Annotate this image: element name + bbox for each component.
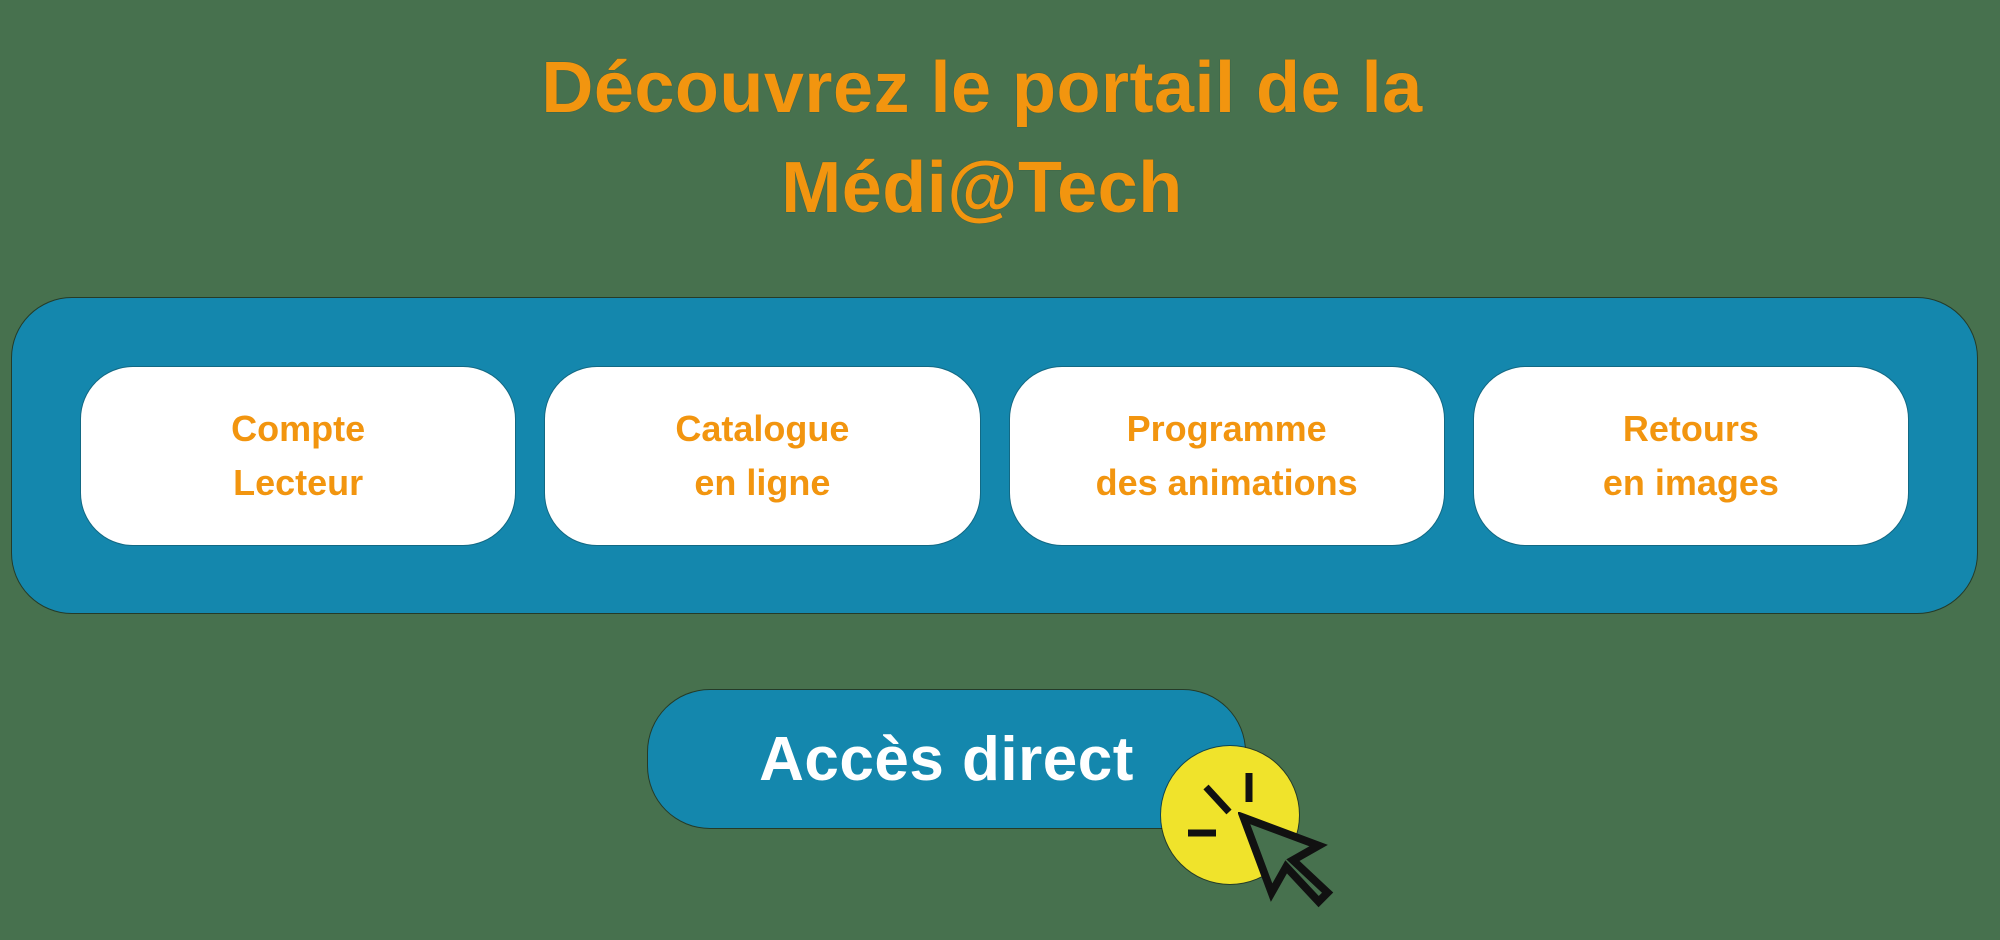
feature-card-label-line: en images xyxy=(1602,461,1779,503)
feature-card-retours-en-images[interactable]: Retours en images xyxy=(1473,366,1908,545)
acces-direct-button[interactable]: Accès direct xyxy=(648,690,1245,828)
feature-card-label-line: Lecteur xyxy=(233,461,364,503)
feature-card-label-line: en ligne xyxy=(694,461,831,503)
feature-card-label-line: des animations xyxy=(1095,461,1358,503)
page-title: Découvrez le portail de la Médi@Tech xyxy=(0,38,1982,238)
features-panel: Compte Lecteur Catalogue en ligne Progra… xyxy=(12,298,1977,613)
cursor-arrow-icon xyxy=(1238,812,1334,908)
feature-card-catalogue-en-ligne[interactable]: Catalogue en ligne xyxy=(545,366,980,545)
acces-direct-label: Accès direct xyxy=(759,724,1134,794)
feature-card-label-line: Catalogue xyxy=(675,407,850,449)
feature-card-compte-lecteur[interactable]: Compte Lecteur xyxy=(81,366,516,545)
mediatech-portal-banner: Découvrez le portail de la Médi@Tech Com… xyxy=(0,38,1982,908)
feature-card-label-line: Retours xyxy=(1622,407,1759,449)
title-line-2: Médi@Tech xyxy=(781,148,1183,228)
feature-card-label-line: Programme xyxy=(1126,407,1327,449)
feature-card-programme-des-animations[interactable]: Programme des animations xyxy=(1009,366,1444,545)
title-line-1: Découvrez le portail de la xyxy=(541,48,1423,128)
feature-card-label-line: Compte xyxy=(231,407,366,449)
